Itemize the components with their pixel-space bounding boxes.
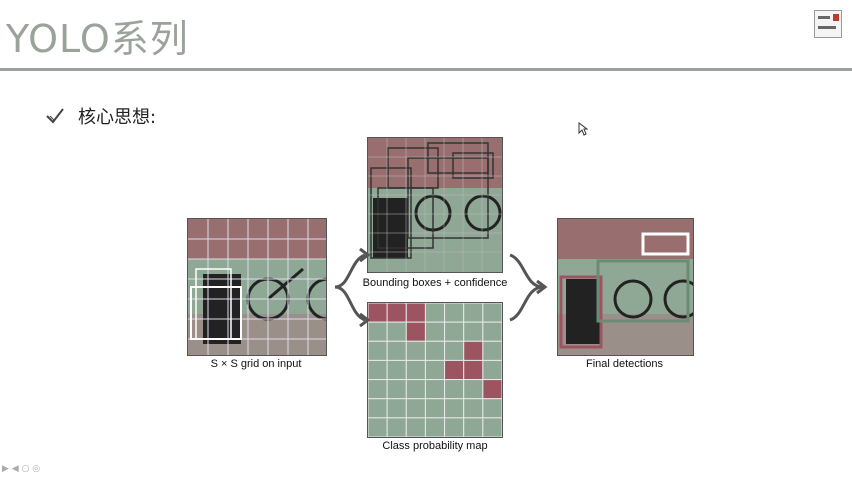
class-map-cell <box>405 359 426 381</box>
class-map-cell <box>424 417 446 437</box>
final-detections-panel <box>557 218 694 356</box>
bounding-boxes-panel <box>367 137 503 273</box>
class-map-cell <box>463 417 484 437</box>
class-map-cell <box>368 379 388 400</box>
class-map-cell <box>368 359 388 381</box>
class-map-cell <box>405 303 426 323</box>
bounding-boxes-image <box>368 138 502 272</box>
class-map-cell <box>386 417 407 437</box>
class-map-cell <box>444 340 465 361</box>
class-probability-grid <box>368 303 502 437</box>
class-map-cell <box>405 379 426 400</box>
class-map-cell <box>482 303 502 323</box>
class-map-cell <box>405 417 426 437</box>
class-map-cell <box>368 398 388 419</box>
class-map-cell <box>444 303 465 323</box>
class-map-cell <box>405 321 426 342</box>
input-grid-image <box>188 219 326 355</box>
class-map-cell <box>424 340 446 361</box>
input-grid-panel <box>187 218 327 356</box>
merge-arrow-icon <box>509 253 548 322</box>
class-map-cell <box>463 321 484 342</box>
title-divider <box>0 68 852 71</box>
class-map-cell <box>405 398 426 419</box>
class-map-cell <box>463 398 484 419</box>
class-map-cell <box>386 398 407 419</box>
class-map-cell <box>463 379 484 400</box>
class-map-cell <box>405 340 426 361</box>
class-map-cell <box>463 303 484 323</box>
class-map-cell <box>386 303 407 323</box>
player-controls-icon[interactable]: ▶ ◀ ○ ◎ <box>2 464 41 474</box>
class-map-cell <box>424 398 446 419</box>
final-detections-image <box>558 219 693 355</box>
class-map-cell <box>463 359 484 381</box>
bullet-item: 核心思想: <box>44 103 156 129</box>
class-map-cell <box>386 359 407 381</box>
class-probability-panel <box>367 302 503 438</box>
class-map-cell <box>368 303 388 323</box>
class-map-cell <box>368 417 388 437</box>
class-map-cell <box>424 321 446 342</box>
class-map-cell <box>444 359 465 381</box>
class-map-cell <box>368 340 388 361</box>
page-title: YOLO系列 <box>6 17 189 61</box>
class-map-cell <box>463 340 484 361</box>
class-map-cell <box>444 321 465 342</box>
class-map-cell <box>424 359 446 381</box>
checkmark-icon <box>46 108 64 124</box>
class-map-cell <box>424 303 446 323</box>
class-map-cell <box>444 398 465 419</box>
class-map-cell <box>482 417 502 437</box>
slide-thumbnail-icon[interactable] <box>814 10 842 38</box>
class-map-cell <box>482 398 502 419</box>
class-map-cell <box>386 340 407 361</box>
class-map-cell <box>444 379 465 400</box>
class-map-cell <box>386 379 407 400</box>
caption-final-detections: Final detections <box>585 358 664 370</box>
class-map-cell <box>482 321 502 342</box>
class-map-cell <box>482 379 502 400</box>
caption-input-grid: S × S grid on input <box>210 358 302 370</box>
mouse-cursor-icon <box>578 122 588 136</box>
class-map-cell <box>424 379 446 400</box>
class-map-cell <box>368 321 388 342</box>
class-map-cell <box>482 359 502 381</box>
class-map-cell <box>482 340 502 361</box>
split-arrow-icon <box>334 247 370 328</box>
caption-class-map: Class probability map <box>382 440 488 452</box>
caption-bounding-boxes: Bounding boxes + confidence <box>362 277 508 289</box>
bullet-text: 核心思想: <box>78 107 157 128</box>
class-map-cell <box>444 417 465 437</box>
class-map-cell <box>386 321 407 342</box>
